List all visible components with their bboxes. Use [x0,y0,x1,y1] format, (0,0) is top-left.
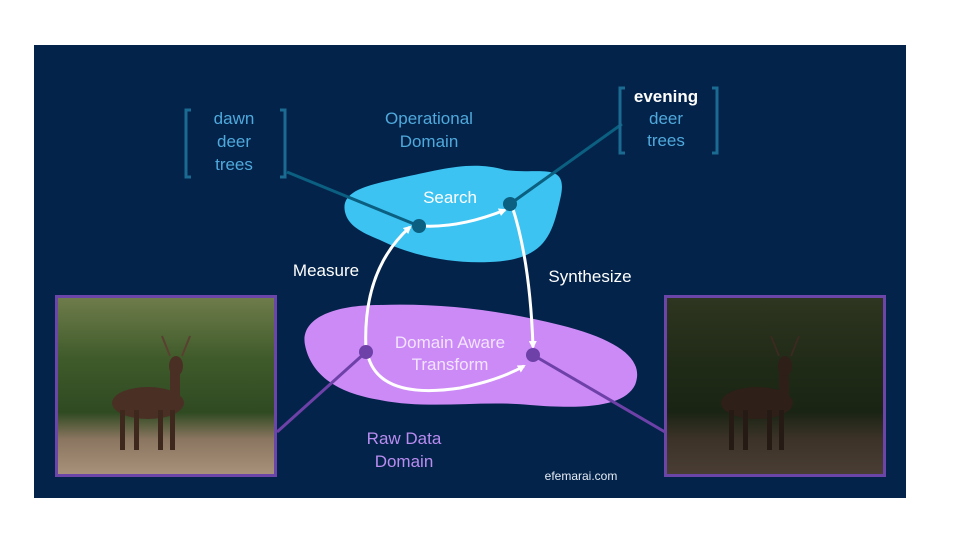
original-deer-photo [55,295,277,477]
transform-arrow [366,355,526,393]
right-photo-connector [532,353,666,434]
watermark: efemarai.com [545,469,618,483]
search-arrow [421,208,507,228]
deer-silhouette-icon [721,335,800,450]
left-terms-connector [286,170,420,228]
right-bracket-open [618,86,625,155]
operational-domain-label: Operational [385,109,473,128]
left-term: dawn [214,109,255,128]
raw-end-node [526,348,540,362]
left-bracket-open [184,108,191,179]
right-term: deer [649,109,683,128]
right-bracket-close [712,86,719,155]
right-terms-connector [509,122,623,206]
operational-domain-label: Domain [400,132,459,151]
synthesize-label: Synthesize [548,267,631,286]
left-photo-connector [275,350,368,434]
left-bracket-close [280,108,287,179]
deer-silhouette-icon [112,335,191,450]
left-term: deer [217,132,251,151]
synthesize-arrow [510,205,537,349]
synthesized-evening-deer-photo [664,295,886,477]
right-term: trees [647,131,685,150]
left-term: trees [215,155,253,174]
measure-label: Measure [293,261,359,280]
transform-label: Domain Aware [395,333,505,352]
search-end-node [503,197,517,211]
raw-start-node [359,345,373,359]
search-start-node [412,219,426,233]
search-label: Search [423,188,477,207]
measure-arrow [364,225,412,351]
transform-label: Transform [412,355,489,374]
raw-data-domain-label: Domain [375,452,434,471]
raw-data-domain-label: Raw Data [367,429,442,448]
operational-domain-blob [344,165,562,263]
right-term-highlighted: evening [634,87,698,106]
